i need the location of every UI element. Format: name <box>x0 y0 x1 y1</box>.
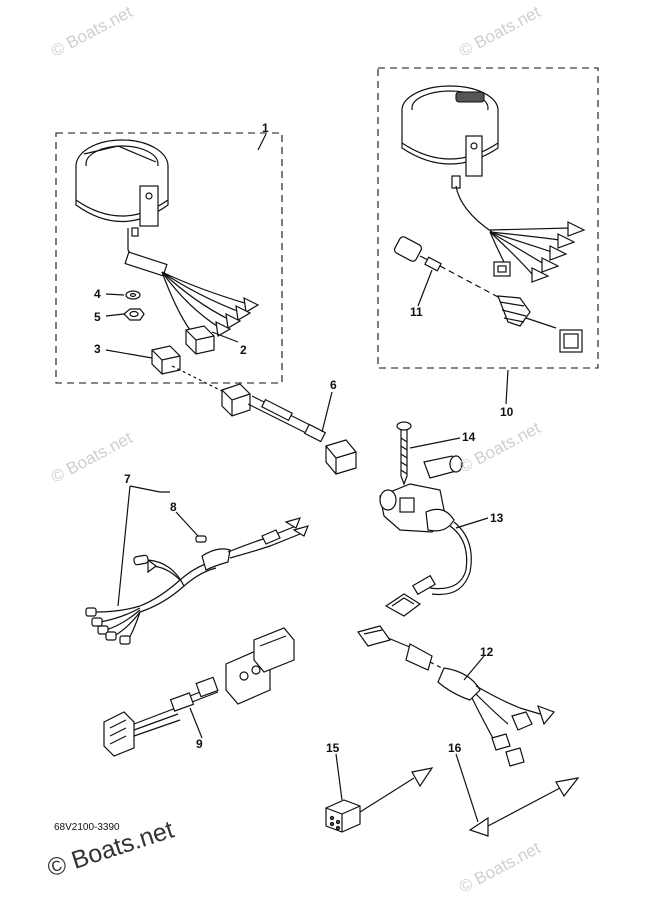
connector-2 <box>185 325 215 355</box>
leader-lines <box>105 133 509 823</box>
gauge-1-harness <box>124 251 260 337</box>
nut-5 <box>123 308 145 321</box>
diagram-code: 68V2100-3390 <box>54 822 120 833</box>
callout-13[interactable]: 13 <box>490 511 504 525</box>
callout-9[interactable]: 9 <box>196 737 203 751</box>
lead-wire-16 <box>468 777 580 837</box>
washer-4 <box>125 290 141 300</box>
main-harness-7 <box>85 517 310 645</box>
callout-11[interactable]: 11 <box>410 305 423 319</box>
sender-13 <box>379 455 472 617</box>
callout-8[interactable]: 8 <box>170 500 177 514</box>
callout-10[interactable]: 10 <box>500 405 514 419</box>
callout-1[interactable]: 1 <box>262 121 269 135</box>
adapter-harness-9 <box>103 627 295 757</box>
callout-6[interactable]: 6 <box>330 378 337 392</box>
callout-5[interactable]: 5 <box>94 310 101 324</box>
callout-4[interactable]: 4 <box>94 287 101 301</box>
callout-12[interactable]: 12 <box>480 645 494 659</box>
kit-10-boundary <box>377 67 599 369</box>
connector-15 <box>325 767 434 833</box>
gauge-10 <box>401 85 499 189</box>
connector-3 <box>151 345 181 375</box>
bolt-14 <box>396 421 412 486</box>
gauge-10-harness <box>455 185 586 283</box>
extension-lead-6 <box>171 365 357 475</box>
callout-14[interactable]: 14 <box>462 430 476 444</box>
y-harness-12 <box>357 625 556 767</box>
callout-3[interactable]: 3 <box>94 342 101 356</box>
fuse-8 <box>195 535 207 543</box>
callout-16[interactable]: 16 <box>448 741 462 755</box>
callout-7[interactable]: 7 <box>124 472 131 486</box>
kit-1-boundary <box>55 132 283 384</box>
sender-cable-11 <box>393 236 583 353</box>
gauge-1 <box>75 139 169 263</box>
callout-2[interactable]: 2 <box>240 343 247 357</box>
callout-15[interactable]: 15 <box>326 741 340 755</box>
